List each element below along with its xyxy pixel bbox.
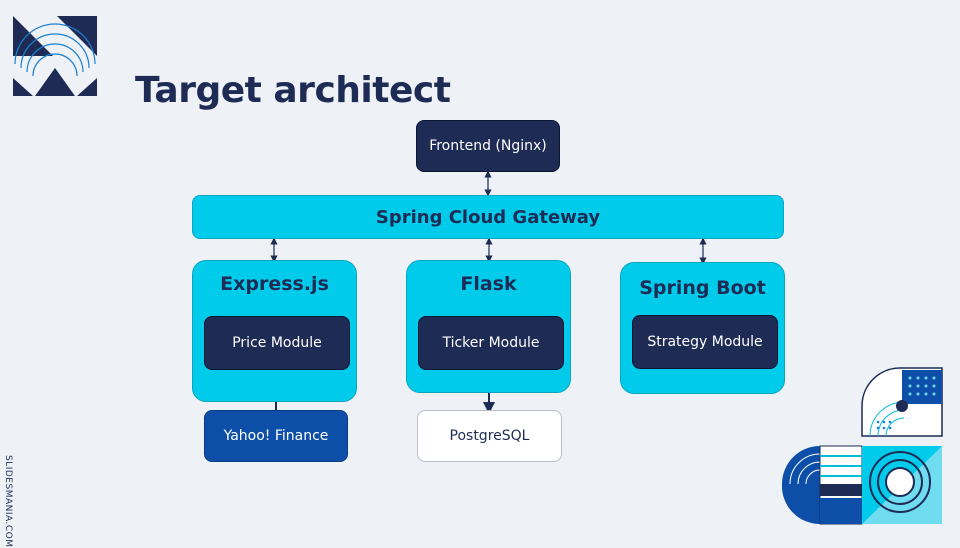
postgresql-node: PostgreSQL — [417, 410, 562, 462]
service-express-title: Express.js — [220, 273, 329, 295]
module-strategy-label: Strategy Module — [647, 334, 763, 350]
yahoo-finance-label: Yahoo! Finance — [223, 428, 329, 444]
service-flask-title: Flask — [460, 273, 517, 295]
module-ticker: Ticker Module — [418, 316, 564, 370]
slide-title: Target architect — [135, 70, 451, 111]
module-ticker-label: Ticker Module — [442, 335, 540, 351]
module-strategy: Strategy Module — [632, 315, 778, 369]
gateway-label: Spring Cloud Gateway — [375, 206, 601, 228]
service-springboot-title: Spring Boot — [639, 277, 766, 299]
service-express: Express.js Price Module — [192, 260, 357, 402]
yahoo-finance-node: Yahoo! Finance — [204, 410, 348, 462]
decorative-art-icon — [781, 367, 943, 525]
service-springboot: Spring Boot Strategy Module — [620, 262, 785, 394]
frontend-node: Frontend (Nginx) — [416, 120, 560, 172]
logo-icon — [13, 16, 97, 96]
watermark: SLIDESMANIA.COM — [3, 455, 13, 548]
service-flask: Flask Ticker Module — [406, 260, 571, 393]
module-price: Price Module — [204, 316, 350, 370]
module-price-label: Price Module — [232, 335, 322, 351]
postgresql-label: PostgreSQL — [449, 428, 530, 444]
frontend-label: Frontend (Nginx) — [429, 138, 547, 154]
gateway-node: Spring Cloud Gateway — [192, 195, 784, 239]
